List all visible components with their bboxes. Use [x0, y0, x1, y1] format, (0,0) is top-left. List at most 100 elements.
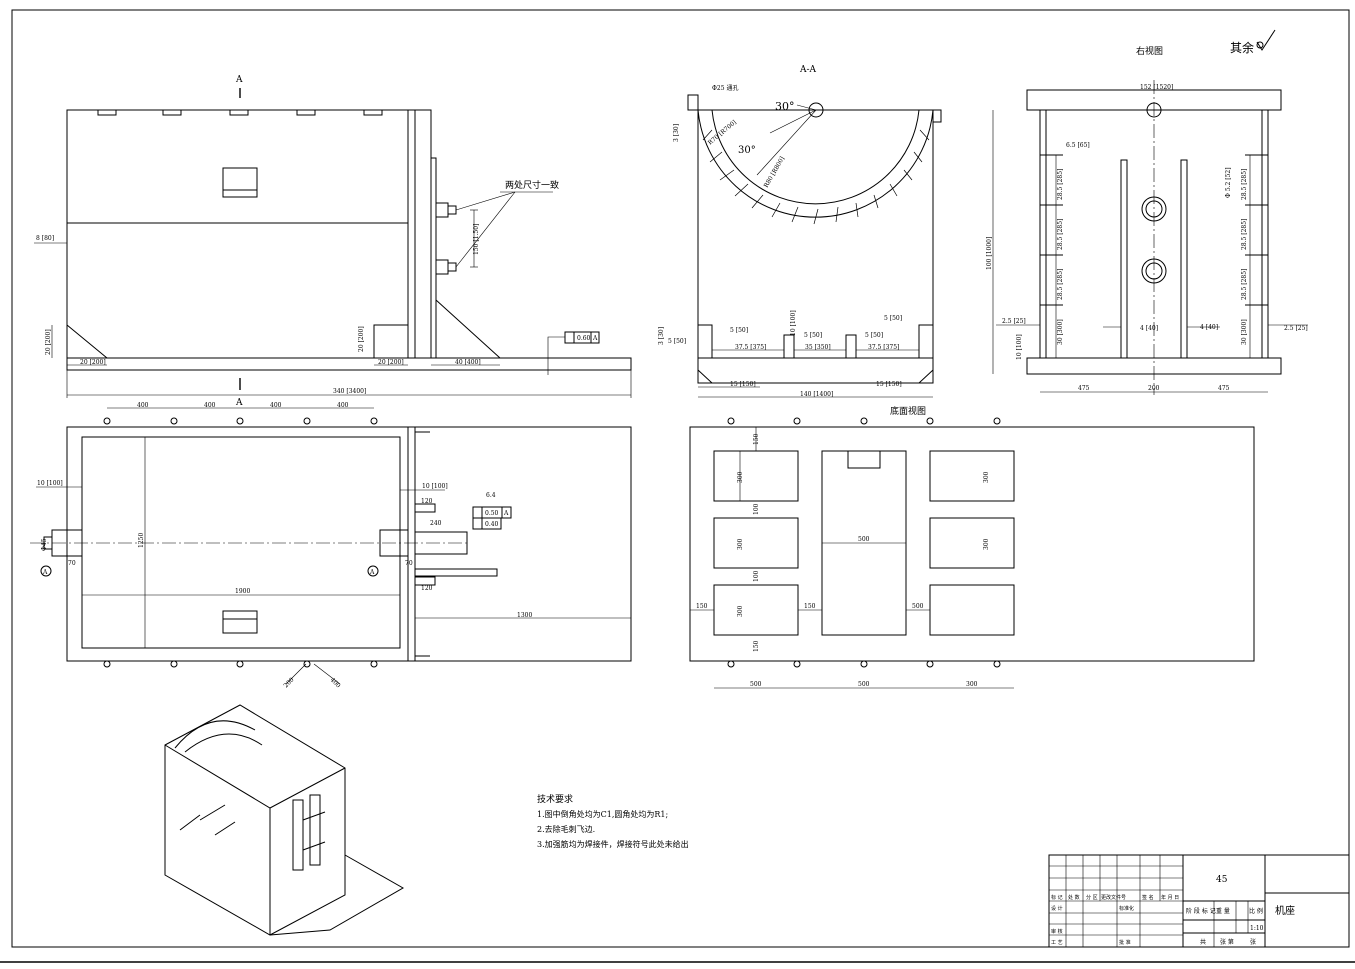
- tb-label-date: 年 月 日: [1161, 894, 1179, 901]
- tb-sheet-num: 张 第: [1220, 938, 1234, 946]
- right-dim-height: 100 [1000]: [986, 237, 993, 270]
- right-dim-40-left: 4 [40]: [1140, 325, 1158, 332]
- tb-role-design: 设 计: [1051, 905, 1063, 912]
- bottom-dim-300-b: 300: [737, 538, 744, 550]
- section-dim-bottom-thk: 3 [30]: [658, 327, 665, 345]
- top-tol-050: 0.50: [485, 510, 499, 517]
- tb-role-standard: 标准化: [1119, 905, 1134, 912]
- front-dim-gusset-right-width: 20 [200]: [378, 359, 404, 366]
- tb-scale-label: 比 例: [1249, 907, 1263, 915]
- tb-label-zone: 分 区: [1086, 894, 1098, 901]
- right-vdim-3: 28.5 [285]: [1057, 269, 1064, 300]
- top-dim-400-d: 400: [337, 402, 349, 409]
- right-dim-200: 200: [1148, 385, 1160, 392]
- section-angle-label-2: 30°: [738, 145, 756, 156]
- section-view-aa: A-A 30° 30° Φ25 通孔 3 [30: [658, 65, 942, 398]
- top-view: A 1250 1900 1300 400 400 400 400 10 [100…: [30, 398, 632, 690]
- bottom-dim-150-mid-a: 150: [804, 603, 816, 610]
- section-dim-5b: 5 [50]: [730, 327, 748, 334]
- section-dim-375-left: 37.5 [375]: [735, 344, 766, 351]
- section-dim-150-left: 15 [150]: [730, 381, 756, 388]
- bottom-dim-100-b: 100: [753, 570, 760, 582]
- bottom-view: 底面视图 150 300 300 300 100 100 150 150 150: [689, 405, 1255, 689]
- title-block: 标 记 处 数 分 区 更改文件号 签 名 年 月 日 设 计 标准化 审 核 …: [1048, 854, 1350, 948]
- top-dim-400-angled: 400: [329, 676, 342, 689]
- flatness-value: 0.60: [577, 335, 591, 342]
- tech-heading: 技术要求: [537, 793, 573, 805]
- right-view: 右视图 152 [1520] 6.5 [65] 2.5 [25] 2.5 [25…: [986, 45, 1308, 395]
- bottom-dim-100-a: 100: [753, 503, 760, 515]
- bolt-spacing-dim: 150 [1.50]: [473, 224, 480, 255]
- tb-role-review: 审 核: [1051, 928, 1063, 935]
- tb-sheet-total: 共: [1200, 938, 1206, 946]
- section-mark-top: A: [235, 75, 243, 85]
- tb-scale-value: 1:10: [1250, 925, 1264, 932]
- flatness-datum: A: [592, 335, 598, 342]
- top-roughness-64: 6.4: [486, 492, 496, 499]
- right-vdim-2: 28.5 [285]: [1057, 219, 1064, 250]
- tech-item-1: 1.图中倒角处均为C1,圆角处均为R1;: [537, 809, 668, 819]
- bottom-dim-500-c: 300: [966, 681, 978, 688]
- section-dim-5c: 5 [50]: [804, 332, 822, 339]
- bottom-dim-300-c: 300: [737, 605, 744, 617]
- top-dim-70-left: 70: [68, 560, 76, 567]
- section-top-thickness-dim: 3 [30]: [673, 124, 680, 142]
- top-dim-1250: 1250: [138, 533, 145, 548]
- front-dim-left-thickness: 8 [80]: [36, 235, 54, 242]
- top-dim-1300: 1300: [517, 612, 532, 619]
- bottom-dim-300-r2: 300: [983, 538, 990, 550]
- bottom-dim-150-left: 150: [696, 603, 708, 610]
- section-inner-radius-dim: R70 [R700]: [707, 119, 738, 147]
- right-view-title: 右视图: [1136, 45, 1163, 57]
- section-angle-label: 30°: [775, 100, 795, 113]
- right-vdim-8: 30 [300]: [1241, 319, 1248, 345]
- right-dim-total-width: 152 [1520]: [1140, 84, 1173, 91]
- bottom-dim-500-center: 500: [858, 536, 870, 543]
- section-dim-5d: 5 [50]: [865, 332, 883, 339]
- bottom-dim-150-bottom: 150: [753, 640, 760, 652]
- top-datum-right: A: [369, 569, 375, 576]
- right-vdim-4: 30 [300]: [1057, 319, 1064, 345]
- top-dim-400-b: 400: [204, 402, 216, 409]
- right-dim-25-left: 2.5 [25]: [1002, 318, 1026, 325]
- top-dim-phi45: Φ45: [41, 538, 48, 551]
- section-dim-375-right: 37.5 [375]: [868, 344, 899, 351]
- section-aa-title: A-A: [799, 65, 817, 75]
- bottom-dim-300-r1: 300: [983, 471, 990, 483]
- top-datum-left: A: [42, 569, 48, 576]
- front-dim-gusset-height: 20 [200]: [45, 329, 52, 355]
- right-vdim-7: 28.5 [285]: [1241, 269, 1248, 300]
- section-dim-5e: 5 [50]: [884, 315, 902, 322]
- bottom-dim-150-mid-b: 500: [912, 603, 924, 610]
- section-dim-150-right: 15 [150]: [876, 381, 902, 388]
- section-dim-total-width: 140 [1400]: [800, 391, 833, 398]
- right-vdim-1: 28.5 [285]: [1057, 169, 1064, 200]
- top-dim-100-right: 10 [100]: [422, 483, 448, 490]
- tb-label-count: 处 数: [1068, 894, 1080, 901]
- right-dim-475-left: 475: [1078, 385, 1090, 392]
- front-dim-gusset-width-left: 20 [200]: [80, 359, 106, 366]
- right-dim-100: 10 [100]: [1016, 334, 1023, 360]
- bottom-dim-500-a: 500: [750, 681, 762, 688]
- tb-part-name: 机座: [1275, 904, 1295, 917]
- right-vdim-5: 28.5 [285]: [1241, 169, 1248, 200]
- top-dim-1900: 1900: [235, 588, 250, 595]
- section-dim-350: 35 [350]: [805, 344, 831, 351]
- bottom-dim-300-a: 300: [737, 471, 744, 483]
- top-dim-200-angled: 200: [282, 676, 295, 689]
- section-hatch: [702, 129, 930, 225]
- right-dim-65: 6.5 [65]: [1066, 142, 1090, 149]
- top-dim-400-c: 400: [270, 402, 282, 409]
- isometric-view: [164, 704, 405, 936]
- top-tol-datum: A: [503, 510, 509, 517]
- section-mark-top-view: A: [235, 398, 243, 408]
- tb-stage-mark: 阶 段 标 记: [1186, 907, 1216, 915]
- section-outer-radius-dim: R80 [R800]: [763, 155, 786, 189]
- top-tol-040: 0.40: [485, 521, 499, 528]
- front-dim-side-width: 40 [400]: [455, 359, 481, 366]
- tb-role-approve: 批 准: [1119, 939, 1131, 946]
- top-dim-120-b: 120: [421, 585, 433, 592]
- tech-item-3: 3.加强筋均为焊接件，焊接符号此处未给出: [537, 839, 689, 849]
- bottom-dim-150-top: 150: [753, 433, 760, 445]
- right-hole-dim: Φ 5.2 [52]: [1225, 167, 1232, 198]
